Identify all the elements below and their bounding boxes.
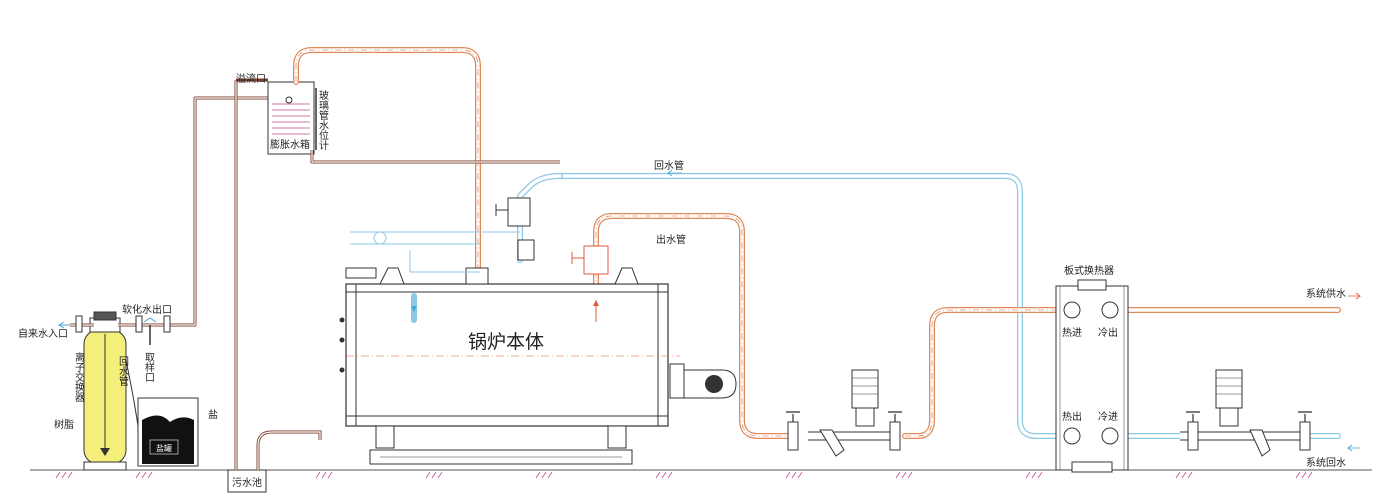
burner: [669, 363, 737, 399]
return-valve-assembly: [495, 197, 535, 261]
sewage-pool-label: 污水池: [232, 476, 262, 489]
outlet-valve-assembly: [571, 245, 609, 275]
hot-in-label: 热进: [1062, 326, 1082, 339]
expansion-loop-pipe: [293, 47, 481, 288]
outlet-pipe-label: 出水管: [656, 233, 686, 246]
cold-out-label: 冷出: [1098, 326, 1118, 339]
hot-supply-to-exchanger: [902, 307, 1063, 439]
sampling-port-label: 取样口: [143, 352, 155, 382]
plate-exchanger-label: 板式换热器: [1064, 264, 1114, 277]
bypass-lines: [350, 231, 520, 273]
resin-label: 树脂: [54, 418, 74, 431]
overflow-port-label: 溢流口: [236, 72, 266, 85]
expansion-tank-label: 膨胀水箱: [270, 138, 310, 151]
system-supply-label: 系统供水: [1306, 287, 1346, 300]
return-pipe-label: 回水管: [654, 159, 684, 172]
cold-in-label: 冷进: [1098, 410, 1118, 423]
outlet-pipe: [593, 213, 793, 439]
expansion-tank: [267, 81, 317, 155]
salt-tank: [137, 397, 199, 467]
ion-exchanger: [83, 311, 127, 471]
softened-outlet-label: 软化水出口: [122, 303, 172, 316]
system-supply-pipe: [1107, 292, 1362, 313]
return-pipe-small-label: 回水管: [117, 356, 129, 387]
ion-exchanger-label: 离子交换器: [73, 351, 85, 403]
system-return-label: 系统回水: [1306, 456, 1346, 469]
plate-heat-exchanger: [1055, 279, 1129, 473]
return-pipe: [310, 150, 1063, 439]
tap-water-inlet-label: 自来水入口: [18, 327, 68, 340]
circulation-pump-2: [1180, 369, 1312, 457]
sewage-pool: [227, 78, 322, 493]
circulation-pump-1: [786, 369, 902, 457]
salt-tank-label: 盐罐: [156, 443, 172, 453]
boiler-body-label: 锅炉本体: [468, 331, 544, 353]
salt-label: 盐: [208, 408, 218, 421]
glass-gauge-label: 玻璃管水位计: [317, 89, 329, 151]
softened-water-pipe: [118, 96, 270, 345]
tap-water-inlet-pipe: [58, 315, 94, 333]
hot-out-label: 热出: [1062, 410, 1082, 423]
boiler-body: [339, 267, 680, 465]
